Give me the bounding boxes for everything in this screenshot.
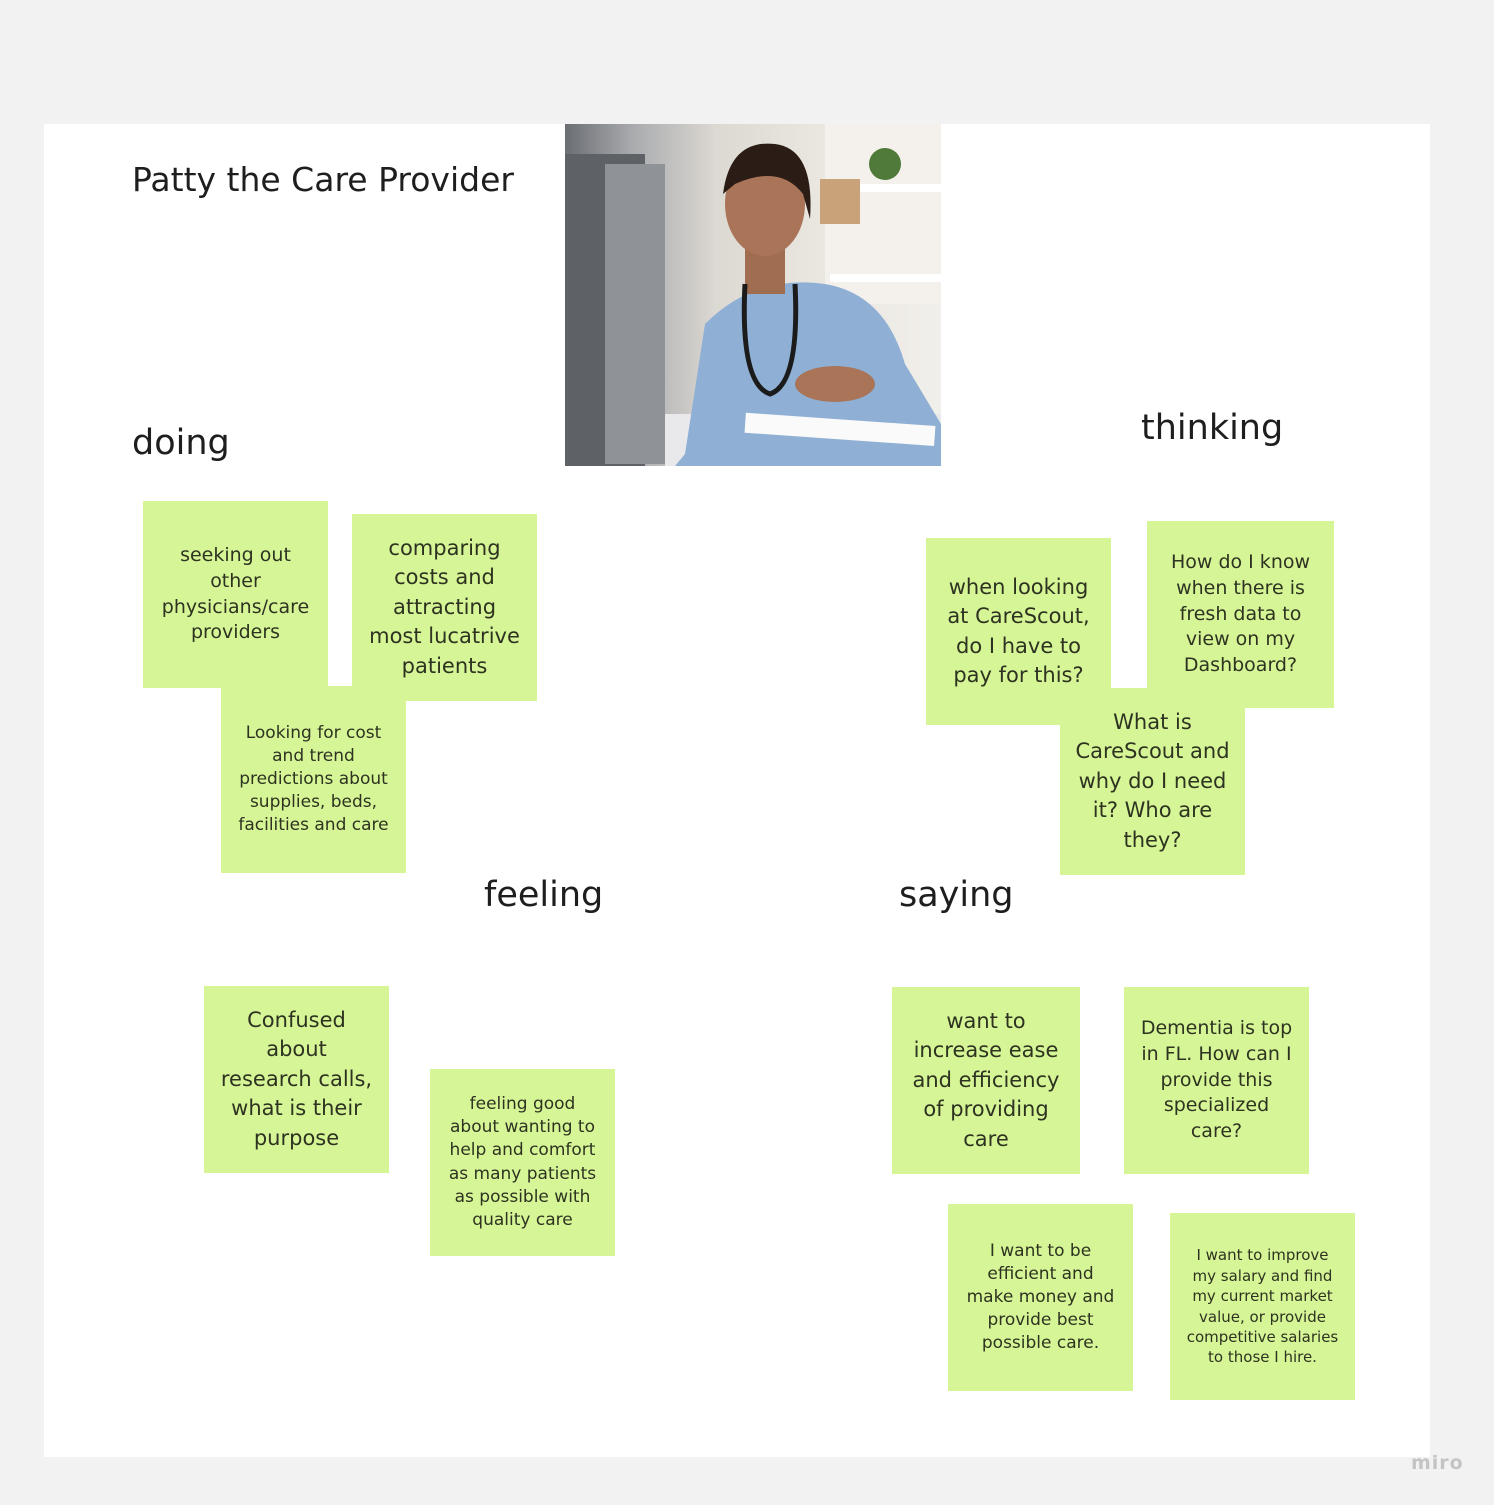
persona-title[interactable]: Patty the Care Provider <box>132 160 514 199</box>
sticky-note-saying[interactable]: want to increase ease and efficiency of … <box>892 987 1080 1174</box>
sticky-note-thinking[interactable]: How do I know when there is fresh data t… <box>1147 521 1334 708</box>
sticky-note-doing[interactable]: Looking for cost and trend predictions a… <box>221 686 406 873</box>
miro-watermark-logo: miro <box>1411 1452 1464 1474</box>
sticky-note-feeling[interactable]: feeling good about wanting to help and c… <box>430 1069 615 1256</box>
sticky-note-thinking[interactable]: when looking at CareScout, do I have to … <box>926 538 1111 725</box>
persona-photo-image <box>565 124 941 466</box>
section-saying-heading[interactable]: saying <box>899 875 1014 915</box>
sticky-note-doing[interactable]: seeking out other physicians/care provid… <box>143 501 328 688</box>
sticky-note-thinking[interactable]: What is CareScout and why do I need it? … <box>1060 688 1245 875</box>
persona-photo[interactable] <box>565 124 941 466</box>
sticky-note-doing[interactable]: comparing costs and attracting most luca… <box>352 514 537 701</box>
section-doing-heading[interactable]: doing <box>132 423 230 463</box>
section-thinking-heading[interactable]: thinking <box>1141 408 1284 448</box>
sticky-note-saying[interactable]: I want to improve my salary and find my … <box>1170 1213 1355 1400</box>
section-feeling-heading[interactable]: feeling <box>484 875 604 915</box>
sticky-note-feeling[interactable]: Confused about research calls, what is t… <box>204 986 389 1173</box>
sticky-note-saying[interactable]: I want to be efficient and make money an… <box>948 1204 1133 1391</box>
sticky-note-saying[interactable]: Dementia is top in FL. How can I provide… <box>1124 987 1309 1174</box>
